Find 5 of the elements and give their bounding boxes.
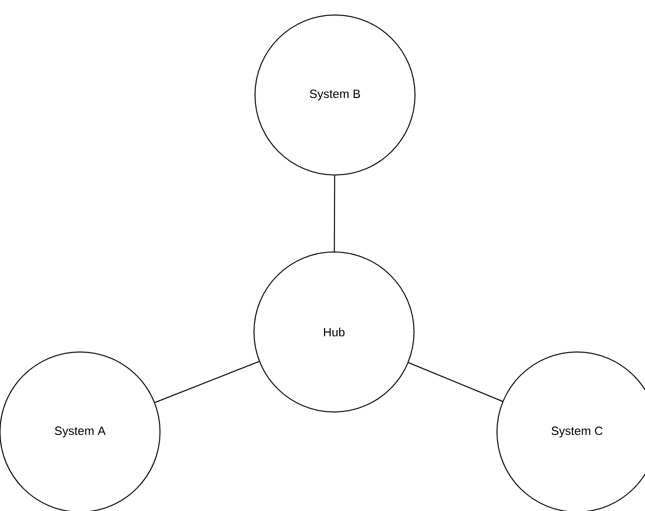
- connector-line: [334, 175, 336, 252]
- connector-line: [154, 360, 260, 403]
- circle-node: System B: [254, 14, 416, 176]
- circle-node: Hub: [254, 252, 414, 412]
- connector-line: [408, 362, 504, 402]
